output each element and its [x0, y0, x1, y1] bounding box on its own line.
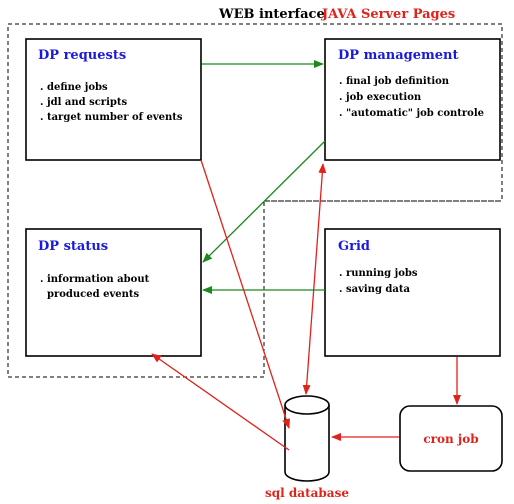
grid-line: . running jobs [339, 268, 418, 279]
dp-requests-title: DP requests [38, 48, 126, 63]
cron-job-label: cron job [423, 432, 478, 446]
cron-job-box [399, 405, 503, 472]
dp-management-box [324, 38, 501, 161]
sql-database-label: sql database [265, 486, 349, 500]
dp-management-line: . job execution [339, 92, 422, 103]
jsp-label: JAVA Server Pages [321, 7, 455, 22]
dp-management-line: . final job definition [339, 76, 450, 87]
grid-line: . saving data [339, 284, 411, 295]
grid-title: Grid [338, 239, 370, 254]
dp-status-line: produced events [40, 289, 140, 300]
dp-management-line: . "automatic" job controle [339, 108, 484, 119]
database-icon [284, 395, 330, 482]
arrow-requests-to-database [200, 159, 290, 429]
dp-status-line: . information about [40, 274, 150, 285]
web-interface-region [7, 23, 503, 378]
dp-requests-line: . target number of events [40, 112, 183, 123]
dp-management-title: DP management [338, 48, 458, 63]
dp-requests-line: . jdl and scripts [40, 97, 127, 108]
dp-requests-box [25, 38, 202, 161]
dp-status-box [25, 228, 202, 357]
dp-requests-line: . define jobs [40, 82, 108, 93]
arrow-database-to-status [151, 353, 290, 451]
arrow-management-to-status [202, 140, 326, 263]
dp-status-title: DP status [38, 239, 108, 254]
arrow-management-database [302, 163, 327, 395]
web-interface-label: WEB interface [218, 7, 325, 22]
